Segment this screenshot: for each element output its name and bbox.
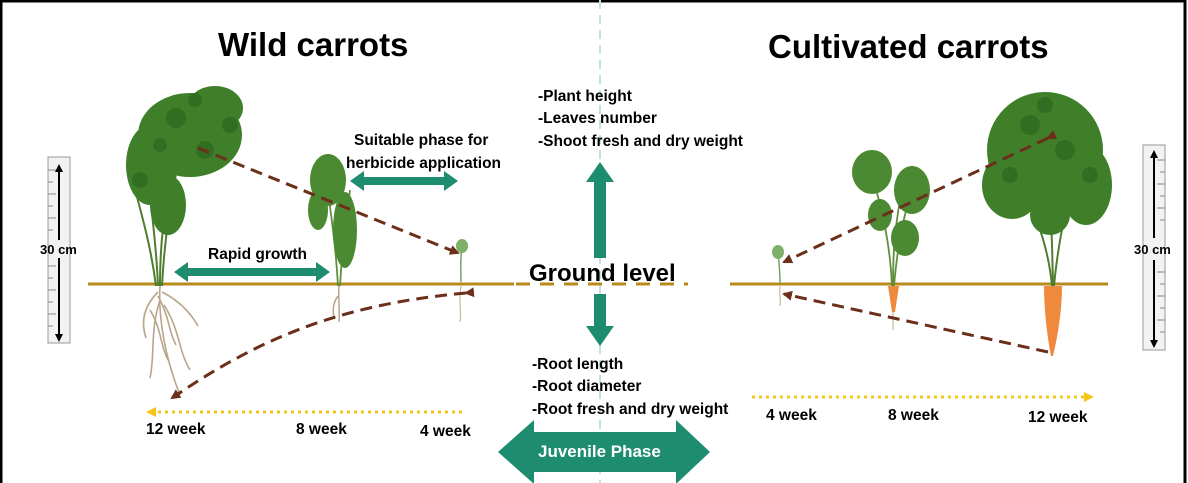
rapid-growth-arrow bbox=[174, 262, 330, 282]
growth-arrow-wild-root bbox=[170, 287, 475, 400]
root-measurement-item: -Root diameter bbox=[532, 378, 642, 396]
root-measurement-item: -Root length bbox=[532, 356, 624, 373]
cultivated-plant-8-week bbox=[852, 150, 930, 330]
growth-arrow-cultivated-shoot bbox=[782, 130, 1058, 264]
week-label-cultivated: 12 week bbox=[1028, 409, 1088, 426]
root-traits-arrow bbox=[586, 294, 614, 346]
ruler-left-label: 30 cm bbox=[40, 242, 77, 257]
title-cultivated-carrots: Cultivated carrots bbox=[768, 28, 1049, 65]
wild-plant-8-week bbox=[308, 154, 357, 323]
growth-arrow-wild-shoot bbox=[197, 146, 460, 255]
juvenile-phase-banner bbox=[498, 420, 710, 483]
title-wild-carrots: Wild carrots bbox=[218, 26, 409, 63]
ground-level-label: Ground level bbox=[529, 260, 676, 287]
week-label-wild: 12 week bbox=[146, 421, 206, 438]
suitable-phase-label-line2: herbicide application bbox=[346, 155, 502, 172]
growth-arrow-cultivated-root bbox=[782, 290, 1049, 354]
root-measurements: -Root length -Root diameter -Root fresh … bbox=[532, 354, 728, 421]
cultivated-plant-12-week bbox=[982, 92, 1112, 356]
carrot-root-12-week bbox=[1044, 286, 1062, 356]
suitable-phase-label-line1: Suitable phase for bbox=[354, 132, 489, 149]
ruler-right bbox=[1142, 144, 1166, 351]
rapid-growth-label: Rapid growth bbox=[208, 246, 308, 263]
herbicide-phase-arrow bbox=[350, 171, 458, 191]
cultivated-plant-4-week bbox=[772, 245, 784, 307]
shoot-measurement-item: -Leaves number bbox=[538, 110, 657, 128]
ruler-left bbox=[47, 156, 71, 344]
wild-plant-4-week bbox=[456, 239, 468, 323]
ruler-right-label: 30 cm bbox=[1134, 242, 1171, 257]
carrot-root-8-week bbox=[888, 286, 899, 312]
week-label-cultivated: 8 week bbox=[888, 407, 939, 424]
week-label-wild: 8 week bbox=[296, 421, 347, 438]
shoot-measurement-item: -Plant height bbox=[538, 88, 632, 105]
shoot-measurements: -Plant height -Leaves number -Shoot fres… bbox=[538, 86, 743, 153]
week-label-cultivated: 4 week bbox=[766, 407, 817, 424]
juvenile-phase-label: Juvenile Phase bbox=[538, 442, 661, 461]
shoot-measurement-item: -Shoot fresh and dry weight bbox=[538, 132, 743, 150]
root-measurement-item: -Root fresh and dry weight bbox=[532, 400, 729, 418]
week-label-wild: 4 week bbox=[420, 423, 471, 440]
shoot-traits-arrow bbox=[586, 162, 614, 258]
wild-plant-12-week bbox=[126, 86, 243, 396]
